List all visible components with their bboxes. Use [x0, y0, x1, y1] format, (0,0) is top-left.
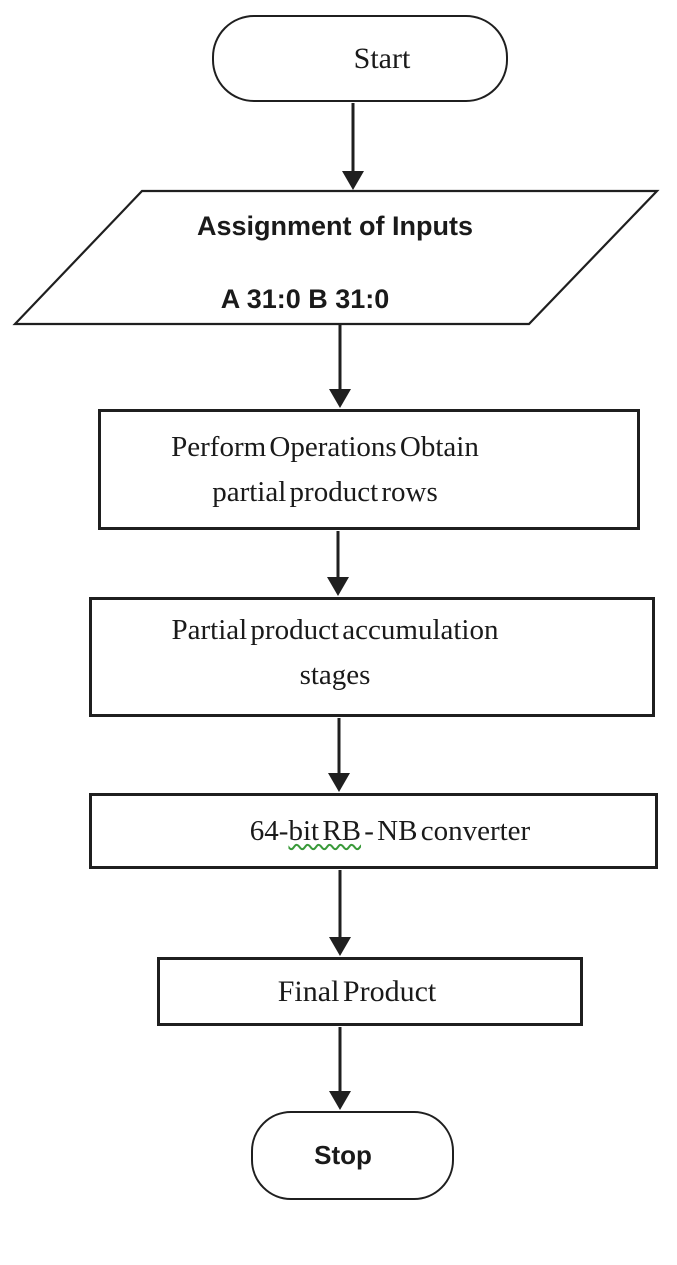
- arrowhead-final-stop: [329, 1091, 351, 1110]
- final-product-label: Final Product: [277, 975, 437, 1008]
- accumulation-label-line1: Partial product accumulation: [171, 614, 499, 646]
- converter-label-suffix: - NB converter: [361, 814, 531, 847]
- process-converter: 64-bit RB - NB converter: [89, 793, 658, 869]
- arrowhead-accumulation-converter: [328, 773, 350, 792]
- arrowhead-converter-final: [329, 937, 351, 956]
- accumulation-label-line2: stages: [299, 659, 371, 691]
- start-terminator: Start: [212, 15, 508, 102]
- operations-label-line2: partial product rows: [212, 475, 438, 508]
- inputs-label-line1: Assignment of Inputs: [197, 211, 473, 241]
- stop-terminator: Stop: [251, 1111, 454, 1200]
- start-label: Start: [353, 42, 411, 75]
- converter-label: 64-bit RB - NB converter: [250, 809, 530, 854]
- inputs-label-line2: A 31:0 B 31:0: [220, 284, 390, 314]
- arrowhead-start-inputs: [342, 171, 364, 190]
- arrowhead-inputs-operations: [329, 389, 351, 408]
- inputs-parallelogram-shape: [12, 189, 660, 326]
- process-accumulation: Partial product accumulation stages: [89, 597, 655, 717]
- process-final-product: Final Product: [157, 957, 583, 1026]
- converter-label-prefix: 64-: [249, 814, 289, 847]
- converter-label-spellcheck-flagged: bit RB: [288, 814, 362, 847]
- stop-label: Stop: [314, 1140, 372, 1170]
- arrowhead-operations-accumulation: [327, 577, 349, 596]
- process-operations: Perform Operations Obtain partial produc…: [98, 409, 640, 530]
- operations-label-line1: Perform Operations Obtain: [171, 430, 479, 463]
